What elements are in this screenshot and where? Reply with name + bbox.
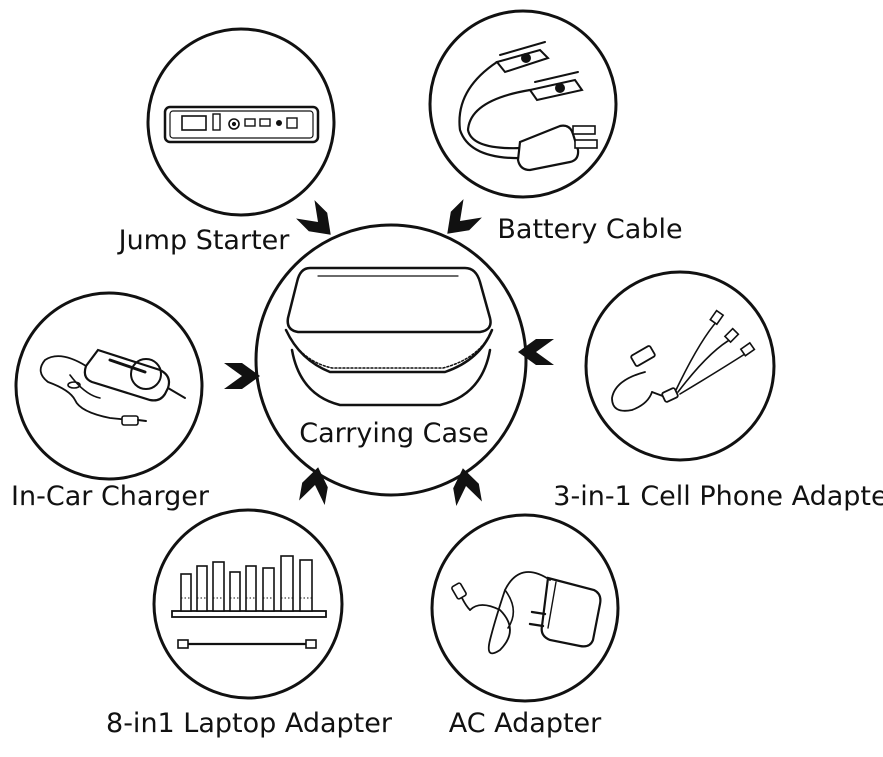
jump-starter-icon [163,105,320,144]
laptop-adapter-node: 8-in1 Laptop Adapter [106,508,393,739]
cell-phone-adapter-label: 3-in-1 Cell Phone Adapter [553,481,883,512]
jump-starter-label: Jump Starter [117,225,291,256]
in-car-charger-label: In-Car Charger [11,481,210,512]
jump-starter-node: Jump Starter [117,27,336,256]
carrying-case-node: Carrying Case [254,223,528,497]
cell-phone-adapter-icon [611,309,756,412]
ac-adapter-circle [430,513,620,703]
ac-adapter-node: AC Adapter [430,513,620,739]
battery-cable-label: Battery Cable [497,214,682,245]
carrying-case-circle [254,223,528,497]
ac-adapter-label: AC Adapter [449,708,602,739]
carrying-case-label: Carrying Case [299,418,489,449]
laptop-adapter-icon [171,555,327,649]
ac-adapter-icon [451,571,602,655]
laptop-adapter-label: 8-in1 Laptop Adapter [106,708,393,739]
cell-phone-adapter-node: 3-in-1 Cell Phone Adapter [553,270,883,512]
arrow-icon [224,363,260,389]
in-car-charger-node: In-Car Charger [11,291,210,512]
battery-cable-icon [458,41,598,172]
battery-cable-node: Battery Cable [428,9,683,245]
in-car-charger-icon [39,348,186,426]
carrying-case-icon [284,266,494,407]
cell-phone-adapter-circle [584,270,776,462]
